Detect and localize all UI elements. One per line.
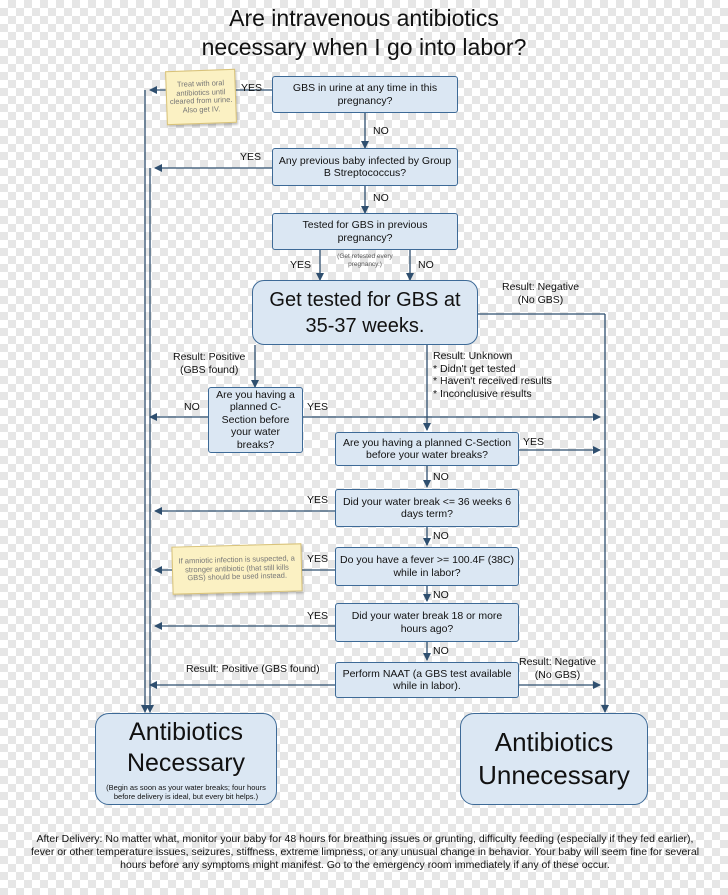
antibiotics-necessary-note: (Begin as soon as your water breaks; fou…	[106, 783, 266, 801]
water-break-18-question-box: Did your water break 18 or more hours ag…	[335, 603, 519, 642]
amniotic-infection-note: If amniotic infection is suspected, a st…	[171, 543, 303, 595]
naat-box: Perform NAAT (a GBS test available while…	[335, 662, 519, 698]
previous-baby-question-box: Any previous baby infected by Group B St…	[272, 148, 458, 186]
unknown-result-label: Result: Unknown * Didn't get tested * Ha…	[433, 350, 552, 400]
naat-positive-label: Result: Positive (GBS found)	[186, 663, 320, 675]
diagram-title: Are intravenous antibiotics necessary wh…	[0, 4, 728, 62]
antibiotics-necessary-box: Antibiotics Necessary (Begin as soon as …	[95, 713, 277, 805]
oral-antibiotics-note: Treat with oral antibiotics until cleare…	[165, 68, 237, 126]
previous-baby-yes-label: YES	[240, 151, 262, 163]
csection-mid-yes-label: YES	[523, 436, 545, 448]
gbs-urine-yes-label: YES	[241, 82, 263, 94]
gbs-urine-question-box: GBS in urine at any time in this pregnan…	[272, 76, 458, 113]
water-break-term-yes-label: YES	[307, 494, 329, 506]
positive-result-label: Result: Positive (GBS found)	[173, 351, 246, 376]
csection-left-yes-label: YES	[307, 401, 329, 413]
previous-baby-no-label: NO	[373, 192, 389, 204]
tested-previous-yes-label: YES	[290, 259, 312, 271]
fever-no-label: NO	[433, 589, 449, 601]
antibiotics-unnecessary-box: Antibiotics Unnecessary	[460, 713, 648, 805]
negative-result-label: Result: Negative (No GBS)	[502, 281, 580, 306]
fever-question-box: Do you have a fever >= 100.4F (38C) whil…	[335, 547, 519, 586]
csection-left-no-label: NO	[184, 401, 200, 413]
title-line-2: necessary when I go into labor?	[201, 34, 527, 60]
csection-left-question-box: Are you having a planned C-Section befor…	[208, 387, 303, 453]
water-break-term-no-label: NO	[433, 530, 449, 542]
tested-previous-question-box: Tested for GBS in previous pregnancy?	[272, 213, 458, 250]
water-break-18-no-label: NO	[433, 645, 449, 657]
fever-yes-label: YES	[307, 553, 329, 565]
retest-note: (Get retested every pregnancy.)	[337, 253, 393, 268]
get-tested-box: Get tested for GBS at 35-37 weeks.	[252, 280, 478, 345]
title-line-1: Are intravenous antibiotics	[229, 5, 499, 31]
water-break-18-yes-label: YES	[307, 610, 329, 622]
naat-negative-label: Result: Negative (No GBS)	[519, 656, 597, 681]
after-delivery-note: After Delivery: No matter what, monitor …	[30, 833, 700, 871]
csection-mid-no-label: NO	[433, 471, 449, 483]
water-break-term-question-box: Did your water break <= 36 weeks 6 days …	[335, 489, 519, 527]
gbs-urine-no-label: NO	[373, 125, 389, 137]
tested-previous-no-label: NO	[418, 259, 434, 271]
csection-mid-question-box: Are you having a planned C-Section befor…	[335, 432, 519, 466]
